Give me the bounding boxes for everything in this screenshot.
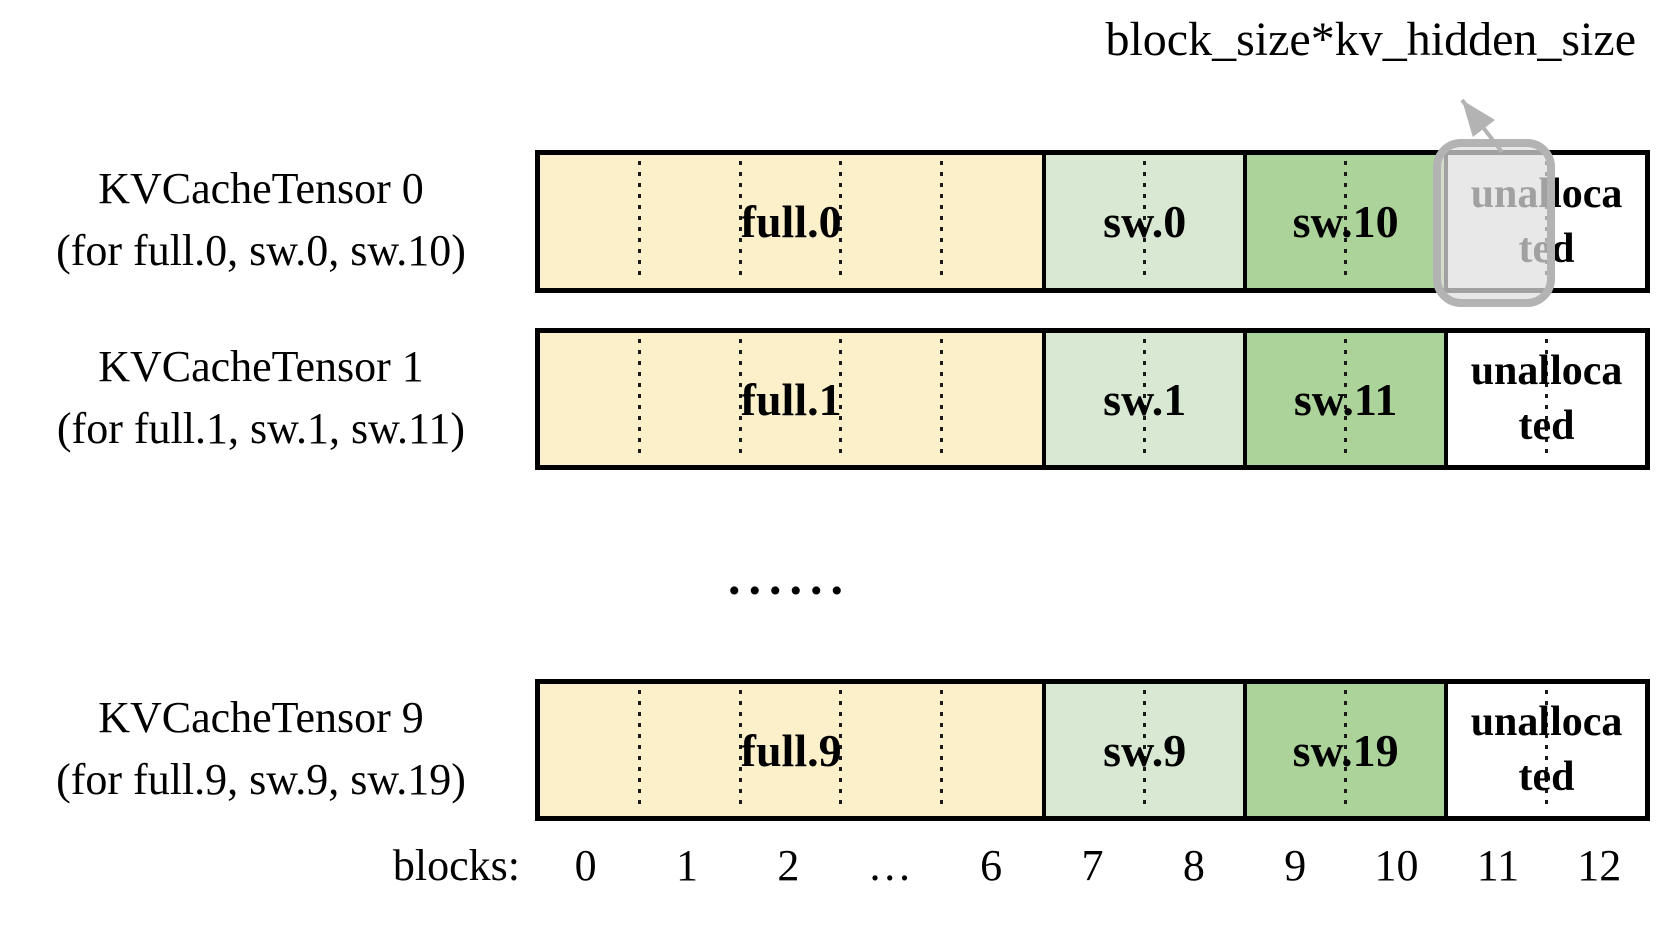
tensor-0-segment-sw-low: sw.0 [1042,155,1244,288]
tensor-1-segment-full: full.1 [540,333,1043,465]
tensor-9-segment-full: full.9 [540,684,1043,816]
dotted-divider [1343,690,1347,810]
tensor-1-segment-unallocated: unalloca ted [1444,333,1645,465]
dotted-divider [738,339,742,459]
dotted-divider [1544,339,1548,459]
axis-tick: 8 [1182,841,1205,890]
dotted-divider [1142,690,1146,810]
tensor-1-segment-sw-high: sw.11 [1243,333,1445,465]
rows-ellipsis: ...... [728,549,851,605]
dotted-divider [738,161,742,282]
tensor-9-segment-sw-low: sw.9 [1042,684,1244,816]
unallocated-line-1: unalloca [1470,699,1623,745]
axis-tick: 1 [676,841,699,890]
tensor-9-segment-unallocated: unalloca ted [1444,684,1645,816]
block-highlight-box [1433,139,1555,307]
dotted-divider [839,690,843,810]
dotted-divider [638,339,642,459]
segment-label: sw.1 [1103,373,1187,425]
blocks-axis-label: blocks: [392,841,520,890]
dotted-divider [638,161,642,282]
tensor-1-title: KVCacheTensor 1 [98,342,424,391]
axis-tick: 0 [574,841,597,890]
dotted-divider [839,161,843,282]
axis-tick: 6 [980,841,1003,890]
segment-label: full.9 [740,724,842,776]
dotted-divider [1142,161,1146,282]
dotted-divider [839,339,843,459]
tensor-0-subtitle: (for full.0, sw.0, sw.10) [56,226,466,275]
tensor-1-label: KVCacheTensor 1 (for full.1, sw.1, sw.11… [14,336,508,460]
tensor-1-segment-sw-low: sw.1 [1042,333,1244,465]
tensor-9-segment-sw-high: sw.19 [1243,684,1445,816]
axis-tick: 10 [1374,841,1419,890]
segment-label: unalloca ted [1448,684,1645,816]
dotted-divider [1343,161,1347,282]
axis-tick: 9 [1284,841,1307,890]
axis-tick: 2 [777,841,800,890]
tensor-9-subtitle: (for full.9, sw.9, sw.19) [56,755,466,804]
tensor-9-label: KVCacheTensor 9 (for full.9, sw.9, sw.19… [14,687,508,811]
tensor-1-subtitle: (for full.1, sw.1, sw.11) [56,404,466,453]
unallocated-line-2: ted [1518,403,1575,449]
dotted-divider [1544,690,1548,810]
segment-label: sw.19 [1292,724,1399,776]
dotted-divider [1142,339,1146,459]
tensor-0-title: KVCacheTensor 0 [98,164,424,213]
segment-label: full.0 [740,196,842,247]
axis-tick: 12 [1577,841,1622,890]
tensor-9-bar: full.9 sw.9 sw.19 unalloca ted [535,679,1650,821]
segment-label: sw.10 [1292,196,1399,247]
segment-label: sw.11 [1293,373,1398,425]
tensor-0-segment-sw-high: sw.10 [1243,155,1445,288]
segment-label: unalloca ted [1448,333,1645,465]
tensor-9-title: KVCacheTensor 9 [98,693,424,742]
tensor-0-label: KVCacheTensor 0 (for full.0, sw.0, sw.10… [14,158,508,282]
unallocated-line-2: ted [1518,754,1575,800]
dotted-divider [939,690,943,810]
block-size-annotation: block_size*kv_hidden_size [1105,13,1636,66]
axis-tick: 11 [1476,841,1520,890]
dotted-divider [638,690,642,810]
segment-label: sw.0 [1103,196,1187,247]
dotted-divider [939,161,943,282]
tensor-1-bar: full.1 sw.1 sw.11 unalloca ted [535,328,1650,470]
axis-tick: 7 [1081,841,1104,890]
dotted-divider [939,339,943,459]
blocks-axis: 0 1 2 … 6 7 8 9 10 11 12 [535,840,1650,891]
tensor-0-segment-full: full.0 [540,155,1043,288]
segment-label: full.1 [740,373,842,425]
axis-tick: … [867,841,912,890]
dotted-divider [1343,339,1347,459]
unallocated-line-1: unalloca [1470,348,1623,394]
dotted-divider [738,690,742,810]
segment-label: sw.9 [1103,724,1187,776]
annotation-arrow-icon [1460,98,1504,154]
